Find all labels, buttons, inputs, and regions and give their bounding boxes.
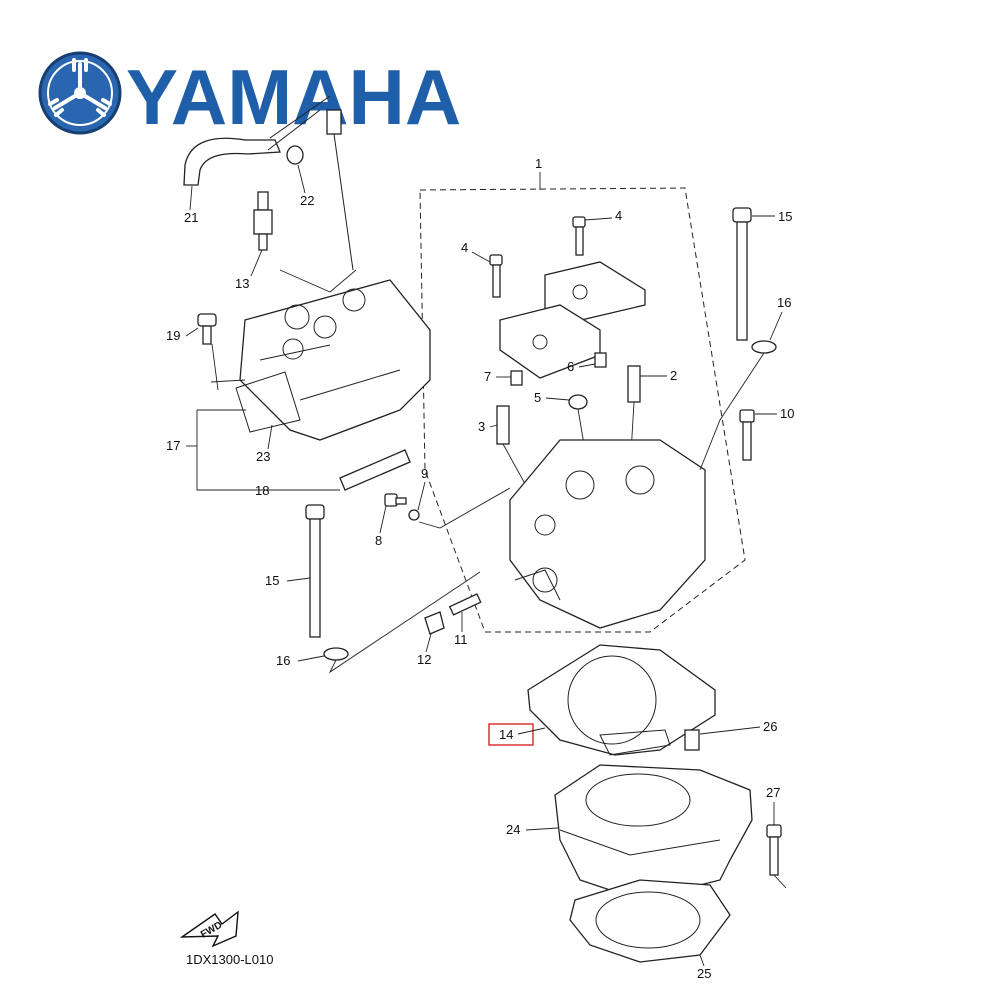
- cylinder-head: [509, 439, 706, 629]
- callout-27: 27: [766, 785, 780, 800]
- cylinder-head-cover: [239, 279, 431, 441]
- breather-hose: [183, 137, 281, 186]
- dowel-pin-6: [594, 352, 607, 368]
- cylinder-bolt: [766, 824, 782, 876]
- callout-15b: 15: [265, 573, 279, 588]
- callout-13: 13: [235, 276, 249, 291]
- washer-left: [323, 647, 349, 661]
- highlighted-callout-14[interactable]: 14: [488, 723, 546, 746]
- callout-18: 18: [255, 483, 269, 498]
- callout-5: 5: [534, 390, 541, 405]
- cam-cap-bolt-b: [572, 216, 586, 256]
- washer-right: [751, 340, 777, 354]
- callout-16b: 16: [276, 653, 290, 668]
- callout-7: 7: [484, 369, 491, 384]
- hose-clamp: [286, 145, 304, 165]
- tuning-fork-emblem-icon: [38, 51, 122, 135]
- forward-direction-icon: FWD: [179, 910, 239, 948]
- callout-15a: 15: [778, 209, 792, 224]
- cylinder-dowel: [684, 729, 700, 751]
- head-bolt: [739, 409, 755, 461]
- dowel-pin-7: [510, 370, 523, 386]
- oil-check-bolt: [384, 493, 407, 507]
- breather-tube: [326, 109, 342, 135]
- valve-seal: [568, 394, 588, 410]
- callout-19: 19: [166, 328, 180, 343]
- callout-6: 6: [567, 359, 574, 374]
- copper-washer: [408, 509, 420, 521]
- yamaha-logo: YAMAHA: [38, 51, 461, 141]
- cover-gasket: [235, 371, 301, 433]
- exhaust-stud: [448, 593, 482, 616]
- brand-wordmark: YAMAHA: [126, 53, 461, 141]
- callout-4b: 4: [615, 208, 622, 223]
- callout-14: 14: [499, 727, 513, 742]
- cam-cap-bolt-a: [489, 254, 503, 298]
- callout-24: 24: [506, 822, 520, 837]
- callout-8: 8: [375, 533, 382, 548]
- callout-25: 25: [697, 966, 711, 981]
- callout-4a: 4: [461, 240, 468, 255]
- callout-16a: 16: [777, 295, 791, 310]
- callout-2: 2: [670, 368, 677, 383]
- callout-12: 12: [417, 652, 431, 667]
- head-assembly-group-outline: [419, 187, 746, 633]
- valve-guide-2: [627, 365, 641, 403]
- cover-bracket-plate: [339, 449, 411, 491]
- callout-26: 26: [763, 719, 777, 734]
- callout-23: 23: [256, 449, 270, 464]
- plug-screw: [424, 611, 445, 635]
- callout-10: 10: [780, 406, 794, 421]
- callout-17: 17: [166, 438, 180, 453]
- head-stud-bolt-left: [305, 504, 325, 638]
- callout-11: 11: [454, 632, 468, 647]
- valve-guide-3: [496, 405, 510, 445]
- diagram-reference-code: 1DX1300-L010: [186, 952, 273, 967]
- head-stud-bolt-right: [732, 207, 752, 341]
- spark-plug: [253, 191, 273, 251]
- callout-9: 9: [421, 466, 428, 481]
- cylinder: [554, 764, 753, 901]
- callout-3: 3: [478, 419, 485, 434]
- callout-21: 21: [184, 210, 198, 225]
- cover-bolt: [197, 313, 217, 345]
- callout-1: 1: [535, 156, 542, 171]
- callout-labels: 1 2 3 4 4 5 6 7 8 9 10 11 12 13 15 15 16…: [166, 156, 794, 981]
- callout-22: 22: [300, 193, 314, 208]
